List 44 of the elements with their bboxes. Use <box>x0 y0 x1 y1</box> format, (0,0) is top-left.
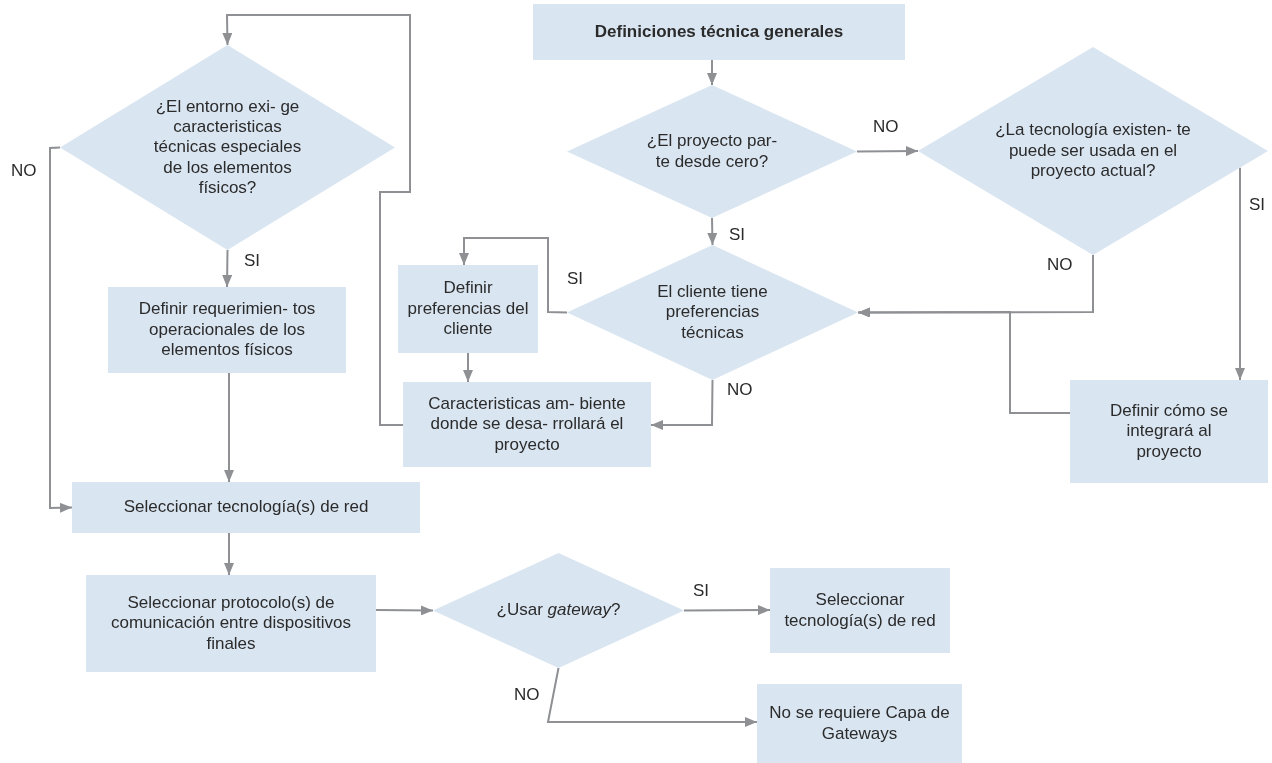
node-text: ¿Usar gateway? <box>495 600 622 621</box>
arrow <box>1235 166 1245 381</box>
node-text: Seleccionar tecnología(s) de red <box>122 497 370 518</box>
node-text: Definir preferencias del cliente <box>406 278 530 340</box>
arrow <box>707 217 718 246</box>
decision-diamond <box>567 245 858 380</box>
arrow <box>707 59 717 86</box>
arrow <box>857 307 1071 414</box>
process-box <box>1070 380 1268 483</box>
arrow <box>683 605 771 616</box>
node-text: Definir cómo se integrará al proyecto <box>1108 400 1230 463</box>
node-text: Seleccionar tecnología(s) de red <box>783 590 937 631</box>
arrow <box>49 146 73 513</box>
arrow <box>546 667 758 727</box>
decision-diamond <box>433 553 684 668</box>
node-text: Definiciones técnica generales <box>593 21 845 43</box>
node-text: Caracteristicas am- biente donde se desa- rrollará el proyecto <box>427 393 627 456</box>
node-text: Definir requerimien- tos operacionales de los elementos físicos <box>137 299 317 361</box>
process-box <box>770 568 950 653</box>
process-box <box>398 265 538 353</box>
arrow <box>856 146 919 157</box>
node-text: ¿El proyecto par- te desde cero? <box>645 131 779 172</box>
decision-diamond <box>60 45 395 250</box>
node-text: El cliente tiene preferencias técnicas <box>656 281 769 344</box>
process-box <box>757 684 962 763</box>
arrow <box>650 379 714 430</box>
node-text: No se requiere Capa de Gateways <box>768 703 951 744</box>
process-box <box>533 4 905 60</box>
arrow <box>459 237 568 314</box>
arrow <box>463 352 473 383</box>
decision-diamond <box>567 85 857 218</box>
process-box <box>108 287 346 373</box>
node-text: ¿La tecnología existen- te puede ser usada en el proyecto actual? <box>994 120 1192 182</box>
arrow <box>222 14 411 426</box>
process-box <box>86 575 376 672</box>
arrow <box>224 532 234 576</box>
node-text: ¿El entorno exi- ge caracteristicas técnicas especiales de los elementos físicos? <box>152 96 303 199</box>
process-box <box>72 482 420 533</box>
arrow <box>224 372 234 483</box>
node-text: Seleccionar protocolo(s) de comunicación entre dispositivos finales <box>110 592 352 655</box>
arrow <box>222 249 233 288</box>
arrow <box>375 605 434 616</box>
decision-diamond <box>918 47 1268 255</box>
process-box <box>403 382 651 467</box>
